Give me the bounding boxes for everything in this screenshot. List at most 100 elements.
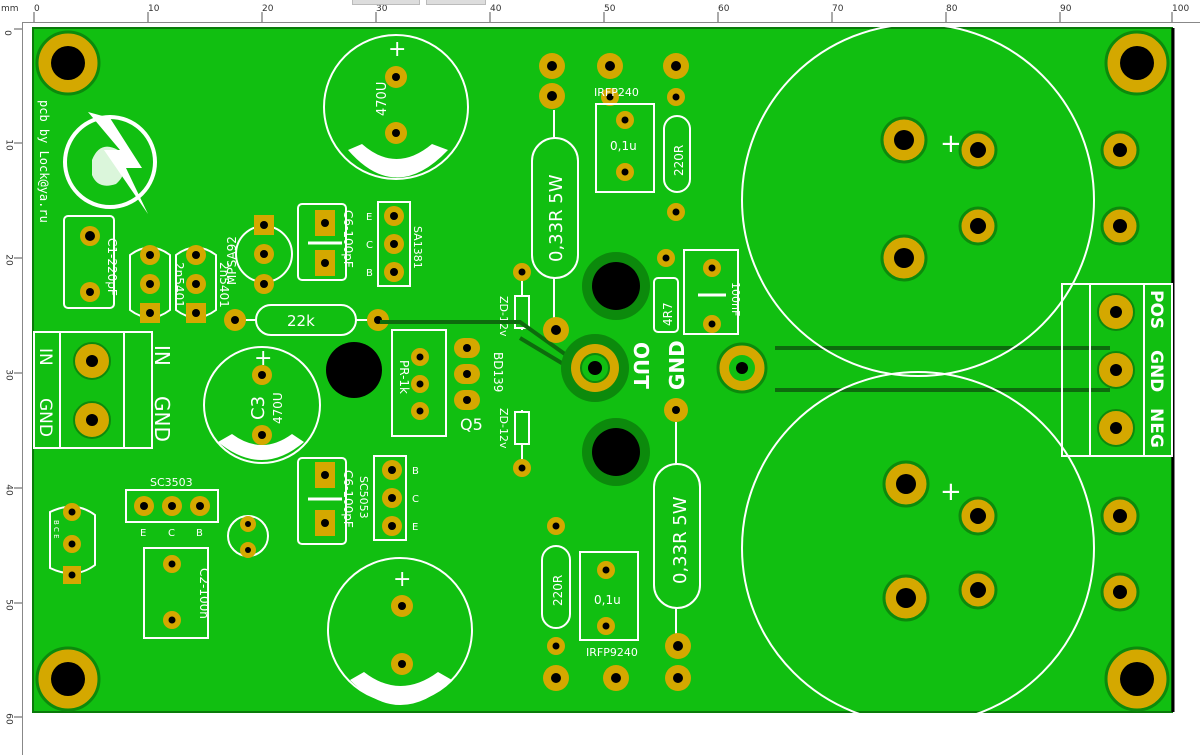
- ruler-mark: 50: [604, 4, 616, 14]
- gnd-label-left: GND: [35, 398, 55, 437]
- credit-text: pcb by Lock@ya.ru: [37, 100, 51, 223]
- r033-bottom-label: 0,33R 5W: [670, 496, 691, 584]
- ruler-mark: 0: [34, 4, 40, 14]
- ruler-mark: 10: [148, 4, 160, 14]
- sc3503-transistor[interactable]: SC3503 E C B: [125, 476, 219, 539]
- c2-capacitor[interactable]: C2-100n: [143, 547, 211, 639]
- right-side-pads: [1100, 130, 1140, 612]
- zd-top-label: ZD-12v: [497, 296, 510, 337]
- q2-transistor[interactable]: 2n5401: [175, 245, 231, 323]
- pin-label: C: [366, 240, 373, 251]
- ruler-mark: 80: [946, 4, 958, 14]
- ruler-mark: 100: [1172, 4, 1190, 14]
- ruler-ticks: [14, 12, 1173, 718]
- toolbar-edge: [426, 0, 486, 5]
- c-bot-label: 0,1u: [594, 593, 621, 607]
- zd-bottom-diode[interactable]: ZD-12v: [497, 408, 531, 477]
- filter-capacitor-bottom[interactable]: +: [741, 371, 1095, 725]
- c3-electrolytic[interactable]: + C3 470U: [203, 346, 321, 464]
- irfp9240-mosfet[interactable]: 220R 0,1u IRFP9240: [541, 517, 691, 691]
- c-bottom-electrolytic[interactable]: +: [327, 557, 473, 705]
- c100n-capacitor[interactable]: 100nF: [683, 249, 742, 335]
- q2-label: 2n5401: [217, 262, 231, 308]
- output-pad[interactable]: OUT: [561, 252, 653, 486]
- small-polar-capacitor[interactable]: [227, 515, 269, 558]
- pin-label: E: [412, 522, 418, 533]
- c3-label: C3: [248, 396, 269, 420]
- polarity-plus: +: [940, 477, 962, 507]
- pos-label: POS: [1146, 290, 1166, 329]
- irfp240-mosfet[interactable]: IRFP240 0,1u 220R: [594, 53, 691, 221]
- gnd-mid-pad[interactable]: GND: [664, 340, 768, 422]
- c-top-label: 0,1u: [610, 139, 637, 153]
- r033-top-label: 0,33R 5W: [546, 174, 567, 262]
- c2-label: C2-100n: [197, 568, 211, 619]
- small-pins-label: B C E: [52, 520, 60, 539]
- ruler-mark: 60: [718, 4, 730, 14]
- q5-label: Q5: [460, 415, 483, 434]
- pin-label: C: [168, 528, 175, 539]
- c6a-label: C6-100pF: [341, 210, 355, 268]
- heatsink-hole: [326, 342, 382, 398]
- c1-label: C1-220pF: [105, 238, 119, 296]
- polarity-plus: +: [393, 567, 411, 592]
- c6-top-capacitor[interactable]: C6-100pF: [297, 203, 355, 281]
- sa1381-transistor[interactable]: E C B SA1381: [366, 201, 424, 287]
- irfp240-label: IRFP240: [594, 86, 639, 99]
- neg-label: NEG: [1146, 408, 1166, 448]
- q3-label: MPSA92: [225, 236, 239, 285]
- r220-bot-label: 220R: [551, 575, 565, 606]
- q5-bd139-transistor[interactable]: Q5 BD139: [454, 338, 505, 434]
- ruler-mark: 40: [490, 4, 502, 14]
- polarity-plus: +: [940, 129, 962, 159]
- q3-mpsa92-transistor[interactable]: MPSA92: [225, 215, 293, 294]
- sc3503-label: SC3503: [150, 476, 193, 489]
- pr-label: PR-1k: [397, 360, 411, 394]
- pin-label: B: [366, 268, 373, 279]
- r22k-resistor[interactable]: 22k: [224, 304, 389, 336]
- sc5053-transistor[interactable]: B C E SC5053: [357, 455, 419, 541]
- pin-label: E: [366, 212, 372, 223]
- c3-value: 470U: [271, 392, 285, 424]
- out-label: OUT: [629, 342, 653, 389]
- gnd-conn-label: GND: [1146, 350, 1166, 392]
- pin-label: C: [412, 494, 419, 505]
- ruler-unit-label: mm: [1, 4, 19, 14]
- ruler-mark: 30: [376, 4, 388, 14]
- pr-1k-trimmer[interactable]: PR-1k: [391, 329, 447, 437]
- polarity-plus: +: [388, 37, 406, 62]
- sa1381-label: SA1381: [411, 226, 424, 269]
- r22k-label: 22k: [287, 312, 315, 330]
- bd139-label: BD139: [491, 352, 505, 392]
- c6b-label: C6-100pF: [341, 470, 355, 528]
- polarity-plus: +: [254, 346, 272, 371]
- c1-capacitor[interactable]: C1-220pF: [63, 215, 119, 309]
- pin-label: E: [140, 528, 146, 539]
- filter-capacitor-top[interactable]: +: [741, 23, 1095, 377]
- pin-label: B: [412, 466, 419, 477]
- c6-bottom-capacitor[interactable]: C6-100pF: [297, 457, 355, 545]
- toolbar-edge: [352, 0, 420, 5]
- r033-top-resistor[interactable]: 0,33R 5W: [531, 53, 579, 343]
- gnd-mid-label: GND: [665, 340, 689, 390]
- r4r7-label: 4R7: [661, 302, 675, 326]
- horizontal-ruler: mm 0 10 20 30 40 50 60 70 80 90 100: [0, 0, 1200, 23]
- irfp9240-label: IRFP9240: [586, 646, 638, 659]
- ruler-mark: 70: [832, 4, 844, 14]
- input-connector[interactable]: IN GND IN GND: [33, 331, 174, 449]
- small-transistor[interactable]: B C E: [49, 503, 96, 584]
- c-top-electrolytic[interactable]: + 470U: [323, 34, 469, 180]
- in-label-left: IN: [35, 348, 55, 366]
- cap-top-label: 470U: [375, 82, 390, 116]
- r4r7-resistor[interactable]: 4R7: [653, 249, 679, 333]
- in-label-right: IN: [150, 345, 174, 366]
- vertical-ruler: 0 10 20 30 40 50 60: [0, 22, 23, 755]
- c100n-label: 100nF: [729, 282, 742, 316]
- r033-bottom-resistor[interactable]: 0,33R 5W: [653, 422, 701, 640]
- power-connector[interactable]: POS GND NEG: [1061, 283, 1173, 457]
- ruler-mark: 20: [262, 4, 274, 14]
- pin-label: B: [196, 528, 203, 539]
- fox-logo: [63, 112, 157, 214]
- ruler-mark: 90: [1060, 4, 1072, 14]
